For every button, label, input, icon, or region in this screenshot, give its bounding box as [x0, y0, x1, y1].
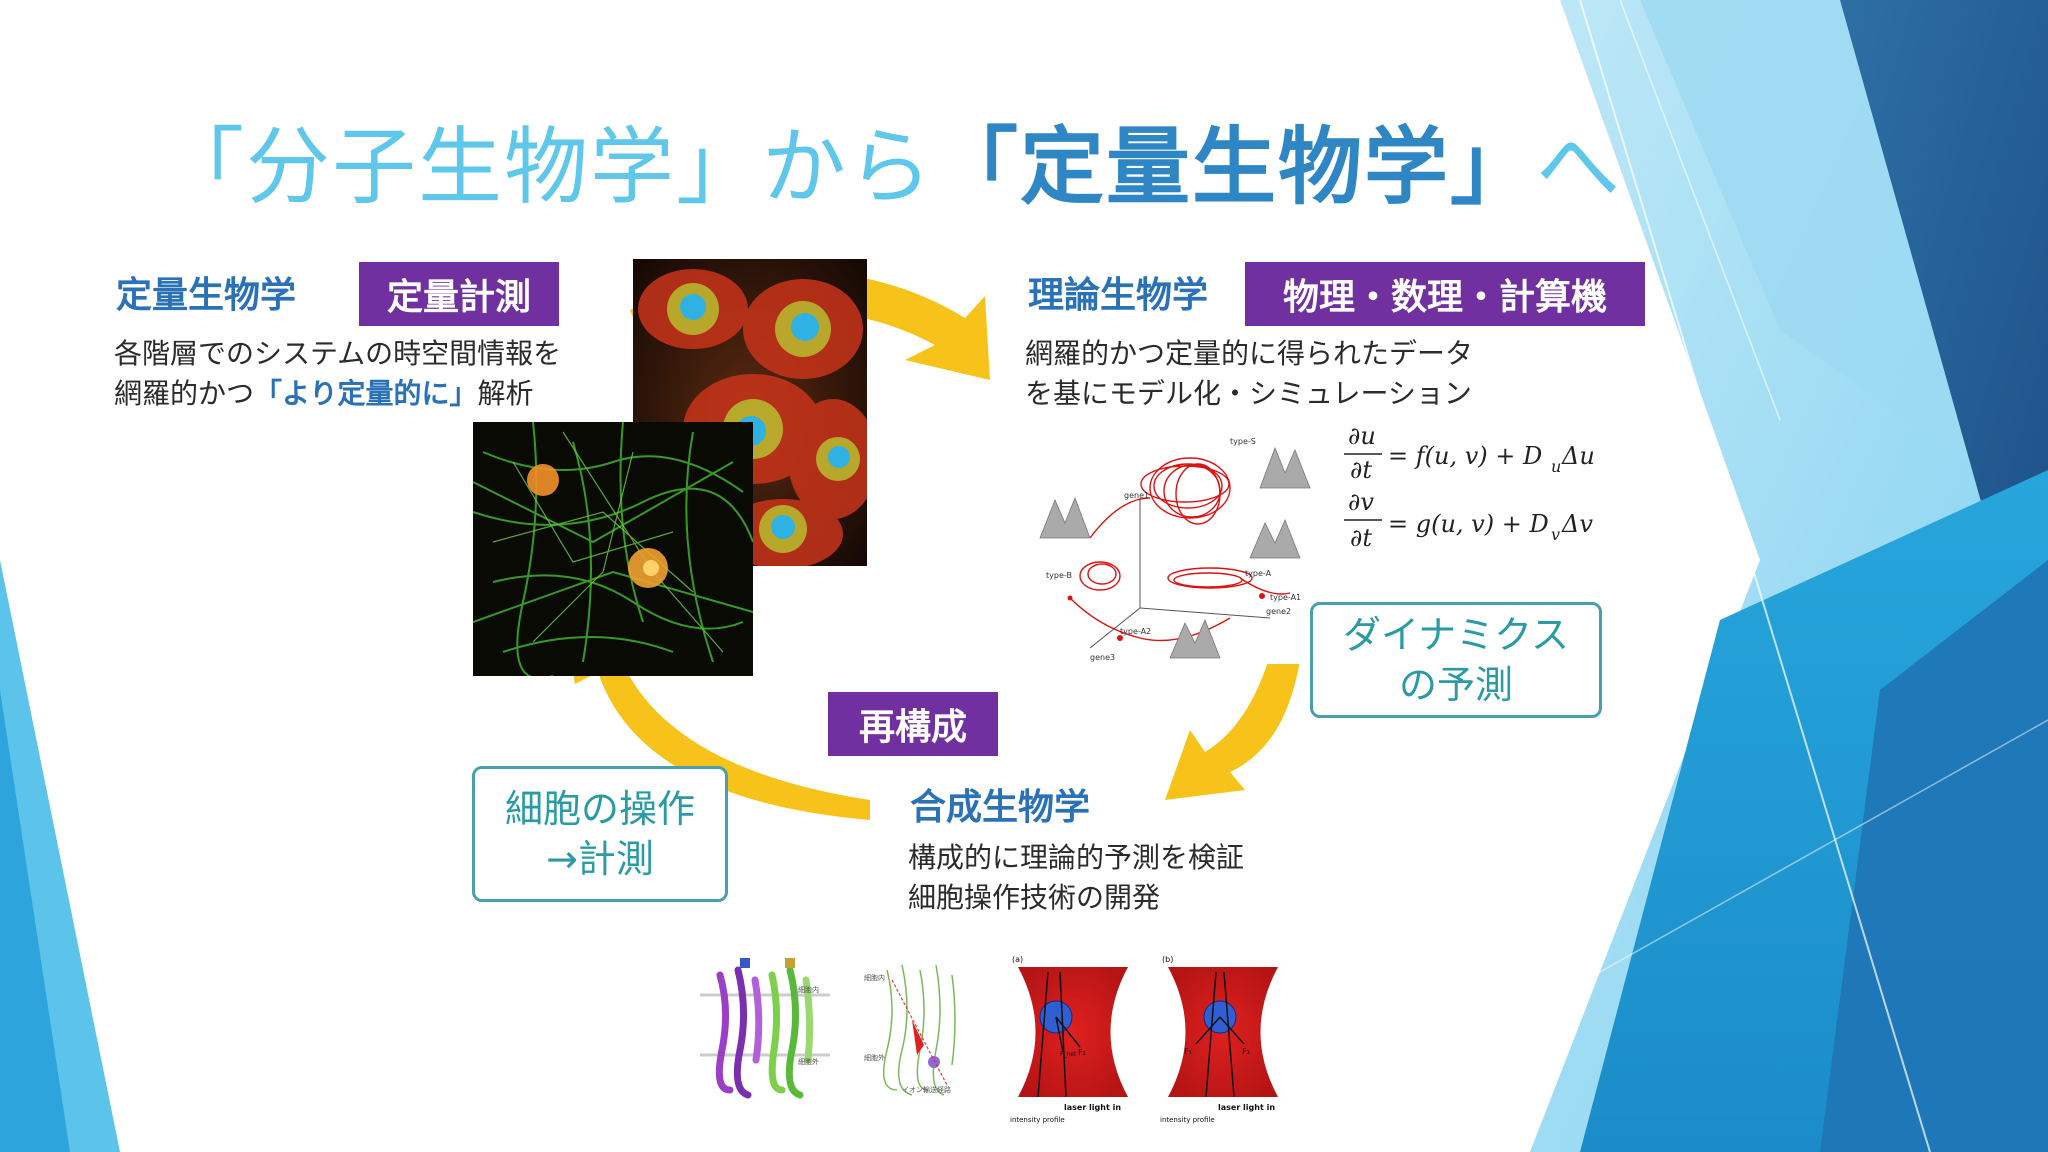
eq2-sub: v: [1551, 525, 1560, 544]
theory-line1: 網羅的かつ定量的に得られたデータ: [1025, 337, 1474, 370]
title-part2: 「定量生物学」: [934, 118, 1537, 216]
trap-laser-b: laser light in: [1218, 1103, 1275, 1112]
trap-label-b: (b): [1162, 955, 1173, 964]
plot-label-gene3: gene3: [1090, 653, 1115, 662]
optical-trap-b: (b) F₁ F₂ laser light in intensity profi…: [1158, 952, 1288, 1127]
dynamics-callout: ダイナミクス の予測: [1310, 602, 1602, 718]
protein-label-outside2: 細胞外: [864, 1053, 885, 1062]
trap-label-a: (a): [1012, 955, 1023, 964]
title-part3: へ: [1536, 118, 1623, 216]
plot-label-type-b: type-B: [1046, 571, 1072, 580]
cell-operation-callout: 細胞の操作 →計測: [472, 766, 728, 902]
quant-heading: 定量生物学: [116, 275, 297, 316]
eq2-denominator: ∂t: [1350, 524, 1372, 552]
title-part1: 「分子生物学」から: [160, 118, 935, 216]
theory-heading: 理論生物学: [1028, 275, 1209, 316]
protein-label-inside: 細胞内: [798, 985, 819, 994]
plot-label-type-a1: type-A1: [1270, 593, 1301, 602]
reconstruct-tag: 再構成: [828, 692, 998, 756]
plot-label-gene2: gene2: [1266, 607, 1291, 616]
theory-body: 網羅的かつ定量的に得られたデータ を基にモデル化・シミュレーション: [1025, 334, 1473, 414]
theory-line2: を基にモデル化・シミュレーション: [1025, 377, 1472, 410]
protein-label-inside2: 細胞内: [864, 973, 885, 982]
trap-intensity-a: intensity profile: [1010, 1116, 1065, 1124]
plot-label-type-a2: type-A2: [1120, 627, 1151, 636]
synth-heading: 合成生物学: [910, 787, 1091, 828]
eq2-rhs: = g(u, v) + D: [1388, 510, 1549, 538]
quant-line2-post: 解析: [477, 377, 534, 410]
trap-label-fnet-a: F_net: [1060, 1051, 1077, 1058]
arrow-right: [1165, 605, 1305, 800]
synth-line1: 構成的に理論的予測を検証: [908, 841, 1245, 874]
quant-line1: 各階層でのシステムの時空間情報を: [114, 337, 562, 370]
quant-line2: 網羅的かつ「より定量的に」解析: [114, 374, 561, 414]
plot-label-gene1: gene1: [1124, 491, 1149, 500]
equations: ∂u ∂t = f(u, v) + D u Δu ∂v ∂t = g(u, v)…: [1340, 420, 1610, 560]
eq1-numerator: ∂u: [1348, 422, 1376, 450]
trap-label-f2-b: F₂: [1242, 1047, 1250, 1056]
eq2-numerator: ∂v: [1348, 488, 1374, 516]
eq1-denominator: ∂t: [1350, 456, 1372, 484]
dynamics-plot: type-S type-A type-B type-A1 type-A2 gen…: [1030, 428, 1330, 664]
optical-trap-a: (a) F₂ F_net laser light in intensity pr…: [1008, 952, 1138, 1127]
trap-laser-a: laser light in: [1064, 1103, 1121, 1112]
trap-label-f2-a: F₂: [1078, 1048, 1086, 1057]
eq2-tail: Δv: [1561, 510, 1593, 538]
protein-label-outside: 細胞外: [798, 1057, 819, 1066]
eq1-rhs: = f(u, v) + D: [1388, 442, 1542, 470]
quant-line2-pre: 網羅的かつ: [114, 377, 255, 410]
cell-callout-line2: →計測: [546, 837, 654, 881]
eq1-tail: Δu: [1561, 442, 1595, 470]
dynamics-callout-line2: の予測: [1398, 663, 1513, 707]
protein-structure-1: 細胞内 細胞外: [700, 950, 830, 1115]
plot-label-type-s: type-S: [1230, 437, 1256, 446]
eq1-sub: u: [1551, 457, 1561, 476]
protein-structure-2: 細胞内 細胞外 イオン輸送経路: [862, 950, 972, 1115]
trap-label-f1-b: F₁: [1184, 1047, 1192, 1056]
cell-callout-line1: 細胞の操作: [504, 787, 695, 831]
protein-label-ion-path: イオン輸送経路: [902, 1085, 951, 1094]
quant-tag: 定量計測: [359, 262, 559, 326]
dynamics-callout-line1: ダイナミクス: [1342, 613, 1570, 657]
theory-tag: 物理・数理・計算機: [1245, 262, 1645, 326]
plot-label-type-a: type-A: [1245, 569, 1272, 578]
shard-deep: [1820, 560, 2048, 1152]
quant-body: 各階層でのシステムの時空間情報を 網羅的かつ「より定量的に」解析: [114, 334, 561, 414]
trap-intensity-b: intensity profile: [1160, 1116, 1215, 1124]
shard-left-dark: [0, 690, 70, 1152]
synth-line2: 細胞操作技術の開発: [908, 881, 1161, 914]
microscopy-image-front: [473, 422, 753, 676]
quant-line2-em: 「より定量的に」: [254, 377, 478, 410]
page-title: 「分子生物学」から「定量生物学」へ: [160, 100, 1622, 221]
synth-body: 構成的に理論的予測を検証 細胞操作技術の開発: [908, 838, 1244, 918]
